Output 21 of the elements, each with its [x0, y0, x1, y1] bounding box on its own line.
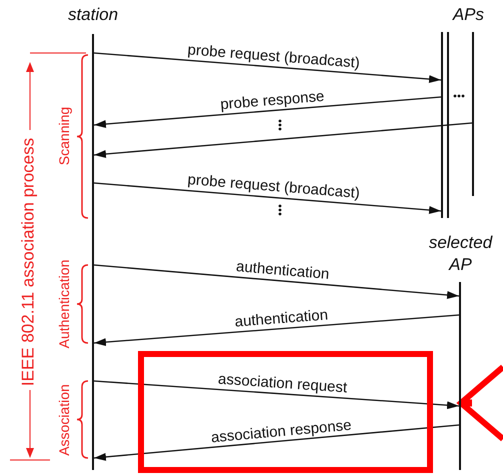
message-arrow — [94, 380, 460, 410]
message-arrow — [94, 96, 442, 128]
message-arrow — [94, 264, 460, 299]
edge-label: probe request (broadcast) — [185, 40, 361, 72]
message-arrow — [94, 424, 460, 461]
message-arrow — [94, 182, 442, 214]
edge-label: authentication — [232, 306, 330, 331]
message-arrow — [94, 122, 472, 158]
edge-label: association response — [208, 416, 353, 446]
lifeline-label: selected AP — [428, 232, 494, 276]
lifeline — [447, 32, 449, 218]
callout-arrow — [458, 364, 503, 442]
message-arrow — [94, 314, 460, 346]
lifeline — [472, 32, 474, 196]
message-arrow — [94, 52, 442, 84]
edge-label: authentication — [234, 257, 330, 283]
edge-label: association request — [216, 370, 348, 396]
edge-label: probe request (broadcast) — [185, 170, 361, 202]
edge-label: probe response — [218, 88, 326, 114]
lifeline-label: station — [66, 4, 120, 26]
lifeline-label: APs — [451, 4, 484, 26]
